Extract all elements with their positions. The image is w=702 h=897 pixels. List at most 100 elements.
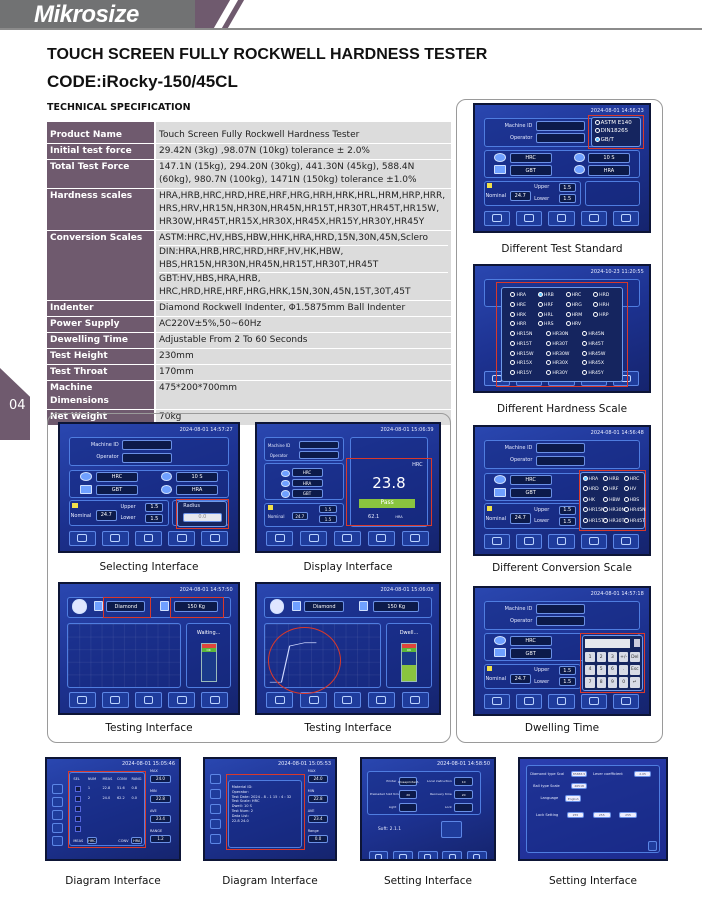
radio-option[interactable]: HRM <box>565 311 582 318</box>
radio-option[interactable]: HRB <box>538 291 554 298</box>
test-button[interactable] <box>516 533 543 549</box>
gear-button[interactable] <box>613 533 640 549</box>
setting-field[interactable]: CloseprinterA <box>398 777 418 786</box>
conv-field[interactable]: HRA <box>131 837 143 844</box>
test-button[interactable] <box>516 210 543 226</box>
scale-field[interactable]: HRC <box>291 468 323 478</box>
edit-button[interactable] <box>483 533 510 549</box>
scale-field[interactable]: HRC <box>509 475 552 486</box>
radio-option[interactable]: HRK <box>510 311 526 318</box>
test-button[interactable] <box>102 692 129 708</box>
auto-button[interactable] <box>135 692 162 708</box>
gear-button[interactable] <box>201 530 229 546</box>
auto-button[interactable] <box>548 210 575 226</box>
upper-field[interactable]: 1.5 <box>558 505 576 515</box>
key-button[interactable]: Del <box>630 652 640 663</box>
key-button[interactable]: 8 <box>596 677 606 688</box>
key-button[interactable]: 2 <box>596 652 606 663</box>
auto-button[interactable] <box>417 851 438 859</box>
conv-field[interactable]: HRA <box>175 484 219 496</box>
radio-option[interactable]: ASTM E140 <box>594 119 632 126</box>
upper-field[interactable]: 1.5 <box>558 666 576 675</box>
nominal-field[interactable]: 24.7 <box>509 190 531 201</box>
lock-field[interactable]: 255 <box>619 812 637 818</box>
setting-field[interactable]: 10 <box>454 777 473 786</box>
setting-field[interactable]: 20 <box>398 790 418 799</box>
lower-field[interactable]: 1.5 <box>145 514 164 524</box>
select-checkbox[interactable] <box>74 806 82 812</box>
radio-option[interactable]: HR15W <box>510 350 534 357</box>
lower-field[interactable]: 1.5 <box>558 517 576 527</box>
edit-button[interactable] <box>483 693 510 709</box>
radio-option[interactable]: HRC <box>623 475 639 482</box>
force-field[interactable]: 150 Kg <box>173 600 219 613</box>
radio-option[interactable]: HR30N <box>546 331 568 337</box>
lower-field[interactable]: 1.5 <box>318 515 338 524</box>
radio-option[interactable]: HR15N <box>510 331 532 337</box>
keypad-display[interactable] <box>585 638 631 648</box>
radio-option[interactable]: HR15T <box>510 340 532 347</box>
test-button[interactable] <box>102 530 129 546</box>
side-button[interactable] <box>52 823 63 833</box>
machine-id-field[interactable] <box>122 439 173 451</box>
side-button[interactable] <box>52 836 63 846</box>
radio-option[interactable]: HBW <box>603 496 620 503</box>
radio-option[interactable]: HRH <box>593 301 609 308</box>
standard-field[interactable]: GBT <box>95 484 139 496</box>
radio-option[interactable]: HR45N <box>623 507 646 513</box>
select-checkbox[interactable] <box>74 796 82 802</box>
upper-field[interactable]: 1.5 <box>318 505 338 513</box>
side-button[interactable] <box>210 789 221 799</box>
radio-option[interactable]: HRA <box>510 291 526 298</box>
radio-option[interactable]: HK <box>582 496 595 503</box>
gear-button[interactable] <box>201 692 229 708</box>
gear-button[interactable] <box>613 693 640 709</box>
radio-option[interactable]: HRR <box>510 321 526 327</box>
operator-field[interactable] <box>535 455 585 466</box>
upper-field[interactable]: 1.5 <box>145 502 164 512</box>
dwell-field[interactable]: 10 S <box>175 472 219 483</box>
key-button[interactable]: 3 <box>607 652 618 663</box>
key-button[interactable]: 4 <box>585 664 595 675</box>
nominal-field[interactable]: 24.7 <box>95 510 117 521</box>
indenter-field[interactable]: Diamond <box>304 600 345 613</box>
standard-field[interactable]: GBT <box>509 165 552 176</box>
gear-button[interactable] <box>466 851 487 859</box>
radio-option[interactable]: DIN18265 <box>594 128 628 134</box>
setting-field[interactable]: 20 <box>454 790 473 799</box>
test-button[interactable] <box>393 851 413 859</box>
radio-option[interactable]: HRG <box>565 301 582 308</box>
operator-field[interactable] <box>122 452 173 463</box>
radio-option[interactable]: HR30X <box>546 360 568 366</box>
indenter-field[interactable]: Diamond <box>106 600 146 613</box>
radio-option[interactable]: HBS <box>623 496 639 503</box>
radio-option[interactable]: HRA <box>582 475 598 482</box>
auto-button[interactable] <box>548 693 575 709</box>
radio-option[interactable]: HR45T <box>582 340 604 347</box>
auto-button[interactable] <box>333 692 362 708</box>
operator-field[interactable] <box>298 451 339 459</box>
auto-button[interactable] <box>548 533 575 549</box>
chart-button[interactable] <box>168 692 195 708</box>
auto-button[interactable] <box>333 530 362 546</box>
radio-option[interactable]: HRE <box>510 301 526 308</box>
radio-option[interactable]: HRF <box>603 486 618 492</box>
radio-option[interactable]: HR30W <box>546 350 569 357</box>
close-icon[interactable] <box>633 638 640 647</box>
standard-field[interactable]: GBT <box>509 487 552 499</box>
radio-option[interactable]: HR15Y <box>510 370 532 376</box>
chart-button[interactable] <box>367 692 395 708</box>
radio-option[interactable]: HRL <box>538 311 553 318</box>
side-button[interactable] <box>52 797 63 807</box>
radio-option[interactable]: HR15T <box>582 517 604 524</box>
auto-button[interactable] <box>135 530 162 546</box>
key-button[interactable]: 0 <box>618 677 629 688</box>
operator-field[interactable] <box>535 616 585 627</box>
key-button[interactable]: ↵ <box>630 677 640 688</box>
scale-field[interactable]: HRC <box>95 472 139 483</box>
scale-field[interactable]: HRC <box>509 152 552 163</box>
radio-option[interactable]: HR30T <box>603 517 624 524</box>
select-checkbox[interactable] <box>74 786 82 792</box>
diamond-field[interactable]: 85883.5 <box>571 771 588 777</box>
radio-option[interactable]: HRD <box>593 291 609 298</box>
